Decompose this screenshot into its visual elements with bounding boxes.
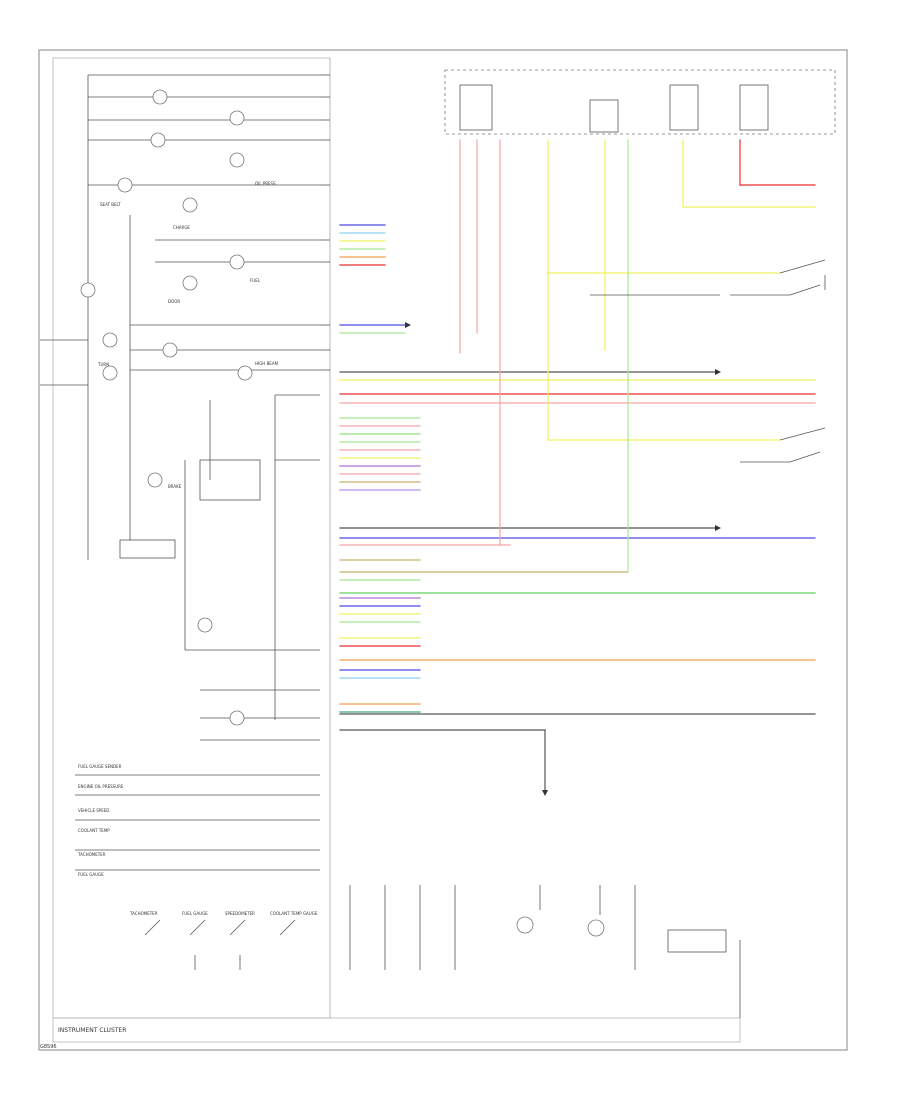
indicator-label: FUEL bbox=[250, 278, 261, 283]
meter-label: COOLANT TEMP GAUGE bbox=[270, 911, 318, 916]
bottom-lamp-2 bbox=[587, 919, 605, 937]
relay-box-2 bbox=[589, 99, 619, 133]
short-wire-stubs bbox=[339, 224, 421, 713]
gauge-label: VEHICLE SPEED bbox=[78, 808, 109, 813]
right-switches bbox=[590, 259, 826, 463]
long-wires bbox=[339, 371, 816, 791]
bottom-lamp-1 bbox=[516, 916, 534, 934]
gauge-label: FUEL GAUGE bbox=[78, 872, 104, 877]
footer-code: G8S96 bbox=[40, 1044, 57, 1050]
relay-box-4 bbox=[739, 84, 769, 131]
connection-arrows bbox=[405, 322, 721, 796]
meter-label: TACHOMETER bbox=[129, 911, 158, 916]
gauge-label: ENGINE OIL PRESSURE bbox=[78, 784, 124, 789]
gauge-label: FUEL GAUGE SENDER bbox=[78, 764, 122, 769]
relay-box-3 bbox=[669, 84, 699, 131]
indicator-label: TURN bbox=[97, 362, 109, 367]
top-connector-box bbox=[444, 69, 836, 135]
footer-title: INSTRUMENT CLUSTER bbox=[58, 1027, 126, 1034]
regulator-box bbox=[119, 539, 176, 559]
indicator-label: HIGH BEAM bbox=[255, 361, 279, 366]
indicator-label: SEAT BELT bbox=[100, 202, 121, 207]
indicator-label: CHARGE bbox=[173, 225, 190, 230]
bottom-right-box bbox=[667, 929, 727, 953]
gauge-label: COOLANT TEMP bbox=[78, 828, 110, 833]
indicator-label: BRAKE bbox=[168, 484, 182, 489]
bottom-splices bbox=[144, 885, 636, 970]
indicator-label: DOOR bbox=[168, 299, 180, 304]
indicator-labels: CHARGE OIL PRESS FUEL DOOR SEAT BELT TUR… bbox=[97, 181, 279, 489]
vertical-wires bbox=[459, 139, 816, 573]
relay-box-1 bbox=[459, 84, 493, 131]
indicator-label: OIL PRESS bbox=[255, 181, 276, 186]
diagram-border bbox=[38, 49, 848, 1051]
warning-lamps bbox=[80, 89, 253, 726]
meter-label: SPEEDOMETER bbox=[225, 911, 255, 916]
gauge-label: TACHOMETER bbox=[77, 852, 106, 857]
meter-labels: TACHOMETER FUEL GAUGE SPEEDOMETER COOLAN… bbox=[129, 911, 318, 916]
module-box bbox=[199, 459, 261, 501]
cluster-connector-pins bbox=[320, 74, 330, 371]
meter-label: FUEL GAUGE bbox=[182, 911, 208, 916]
gauge-labels: FUEL GAUGE SENDER ENGINE OIL PRESSURE VE… bbox=[77, 764, 124, 877]
cluster-title-box bbox=[52, 1017, 741, 1043]
cluster-pin-lines bbox=[40, 74, 320, 871]
